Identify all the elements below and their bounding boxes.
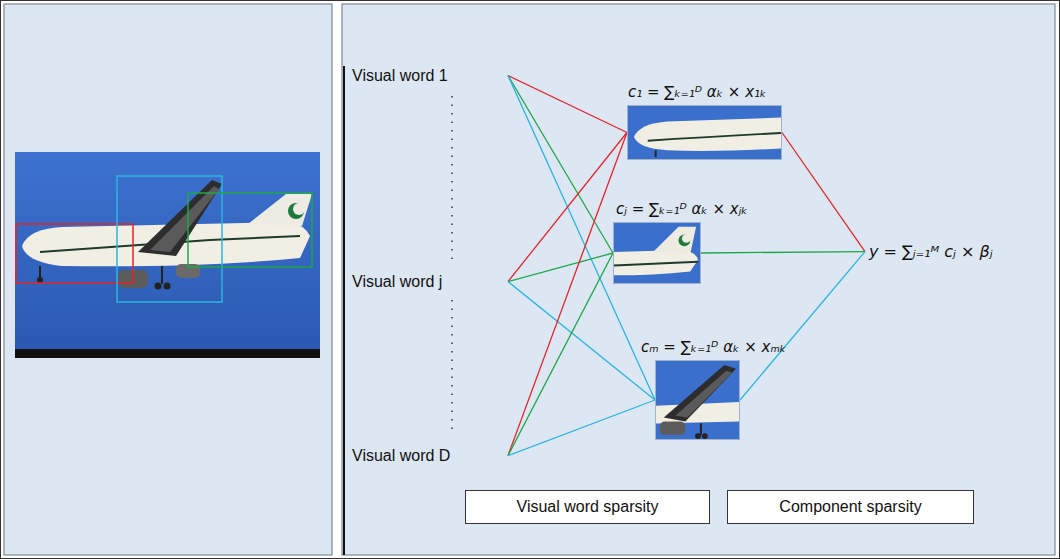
visual-word-label: Visual word D — [352, 446, 508, 465]
connector-line — [508, 253, 613, 456]
component-formula: cⱼ = ∑ₖ₌₁ᴰ αₖ × xⱼₖ — [616, 200, 748, 218]
visual-word: Visual word D — [352, 446, 508, 465]
component-formula: c₁ = ∑ₖ₌₁ᴰ αₖ × x₁ₖ — [628, 83, 767, 101]
caption-box: Component sparsity — [727, 490, 974, 524]
caption-box-label: Component sparsity — [779, 497, 921, 516]
output-formula-text: y = ∑ⱼ₌₁ᴹ cⱼ × βⱼ — [865, 240, 996, 263]
output-formula: y = ∑ⱼ₌₁ᴹ cⱼ × βⱼ — [865, 240, 996, 263]
patch-picture — [614, 223, 700, 283]
patch-picture — [628, 106, 781, 159]
visual-word: Visual word 1 — [352, 66, 508, 85]
connector-line — [508, 253, 613, 282]
separator-bar — [343, 66, 345, 555]
visual-word-label: Visual word j — [352, 272, 508, 291]
connector-line — [782, 133, 865, 252]
connector-line — [508, 282, 655, 400]
image-patch: cₘ = ∑ₖ₌₁ᴰ αₖ × xₘₖ — [655, 360, 740, 440]
connector-line — [508, 400, 655, 456]
caption-box-label: Visual word sparsity — [517, 497, 659, 516]
airplane-photo — [15, 152, 320, 358]
component-formula: cₘ = ∑ₖ₌₁ᴰ αₖ × xₘₖ — [641, 338, 786, 356]
patch-picture — [656, 361, 739, 439]
connector-line — [740, 252, 865, 400]
connector-line — [701, 252, 865, 253]
connector-line — [508, 133, 627, 456]
visual-word: Visual word j — [352, 272, 508, 291]
left-panel — [4, 4, 332, 555]
right-panel — [342, 4, 1055, 555]
image-patch: cⱼ = ∑ₖ₌₁ᴰ αₖ × xⱼₖ — [613, 222, 701, 284]
visual-word-label: Visual word 1 — [352, 66, 508, 85]
ellipsis-dots — [451, 300, 453, 436]
caption-box: Visual word sparsity — [465, 490, 710, 524]
image-patch: c₁ = ∑ₖ₌₁ᴰ αₖ × x₁ₖ — [627, 105, 782, 160]
connector-line — [508, 76, 627, 133]
ellipsis-dots — [451, 96, 453, 262]
connector-line — [508, 76, 613, 253]
